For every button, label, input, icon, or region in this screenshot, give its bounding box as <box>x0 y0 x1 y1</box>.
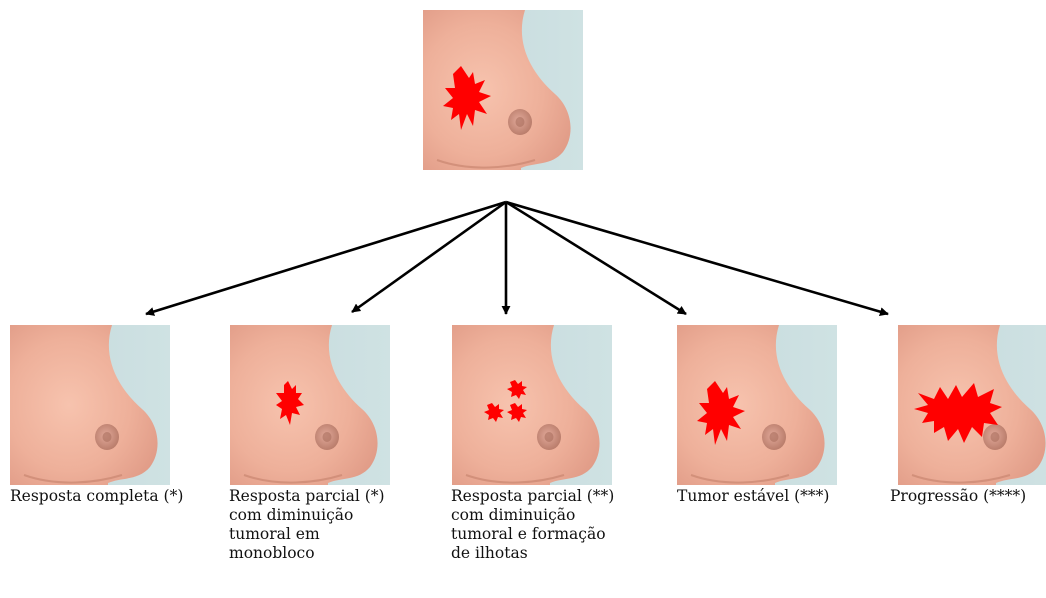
caption-line: com diminuição <box>451 506 614 525</box>
caption-stable-tumor: Tumor estável (***) <box>677 487 829 506</box>
caption-partial-response-islets: Resposta parcial (**) com diminuição tum… <box>451 487 614 563</box>
arrow-to-outcome-5 <box>506 202 888 314</box>
stable-tumor-panel <box>677 325 837 485</box>
caption-line: tumoral em <box>229 525 385 544</box>
caption-progression: Progressão (****) <box>890 487 1026 506</box>
caption-line: com diminuição <box>229 506 385 525</box>
arrow-to-outcome-4 <box>506 202 686 314</box>
caption-line: Tumor estável (***) <box>677 487 829 506</box>
caption-line: tumoral e formação <box>451 525 614 544</box>
partial-response-islets-panel <box>452 325 612 485</box>
caption-complete-response: Resposta completa (*) <box>10 487 183 506</box>
caption-line: Resposta parcial (*) <box>229 487 385 506</box>
caption-line: Resposta completa (*) <box>10 487 183 506</box>
caption-line: Progressão (****) <box>890 487 1026 506</box>
initial-breast-panel <box>423 10 583 170</box>
complete-response-panel <box>10 325 170 485</box>
progression-panel <box>898 325 1046 485</box>
arrow-to-outcome-1 <box>146 202 506 314</box>
caption-line: monobloco <box>229 544 385 563</box>
outcome-arrows <box>146 202 888 314</box>
arrow-to-outcome-2 <box>352 202 506 312</box>
caption-line: de ilhotas <box>451 544 614 563</box>
caption-line: Resposta parcial (**) <box>451 487 614 506</box>
partial-response-monobloc-panel <box>230 325 390 485</box>
caption-partial-response-monobloc: Resposta parcial (*) com diminuição tumo… <box>229 487 385 563</box>
